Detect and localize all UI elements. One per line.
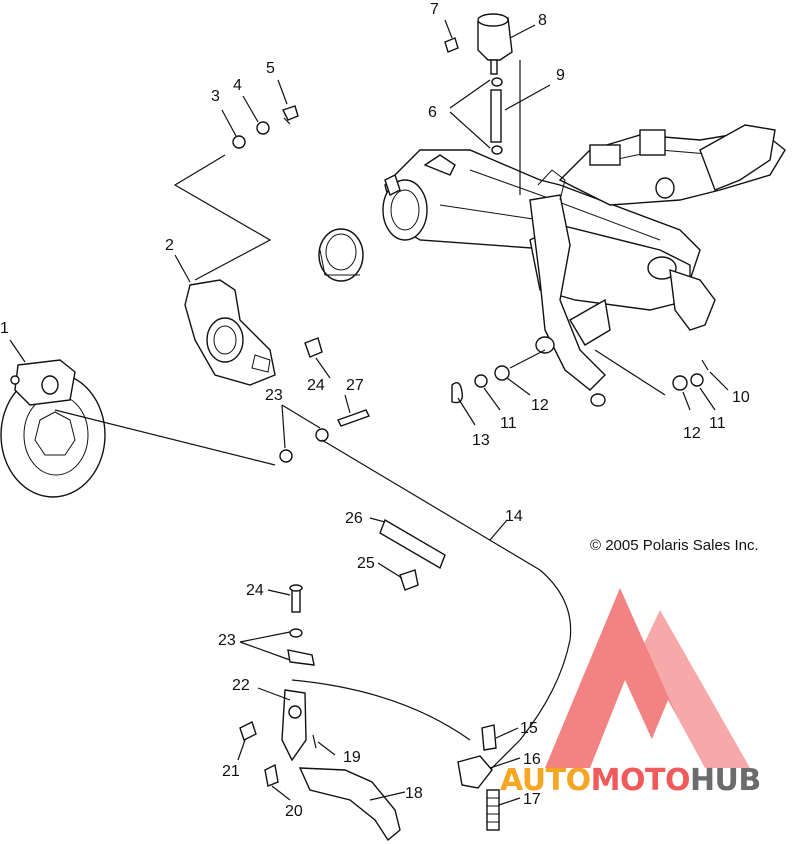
watermark-part-auto: AUTO xyxy=(500,763,591,798)
callout-24b: 24 xyxy=(246,582,264,599)
bearing-collar xyxy=(318,228,364,282)
callout-14: 14 xyxy=(505,508,523,525)
master-cylinder-group xyxy=(444,13,521,195)
callout-7: 7 xyxy=(430,1,439,18)
callout-22: 22 xyxy=(232,677,250,694)
callout-26: 26 xyxy=(345,510,363,527)
callout-numbers: 1 2 3 4 5 6 7 8 9 10 11 11 12 12 13 14 1… xyxy=(0,1,750,820)
brake-cable xyxy=(291,439,572,771)
callout-23a: 23 xyxy=(265,387,283,404)
watermark-part-hub: HUB xyxy=(690,763,761,798)
callout-25: 25 xyxy=(357,555,375,572)
swingarm-frame xyxy=(382,124,786,407)
guide-plate xyxy=(379,518,446,591)
hardware-middle xyxy=(279,337,709,463)
callout-10: 10 xyxy=(732,389,750,406)
callout-16: 16 xyxy=(523,751,541,768)
watermark-text: AUTOMOTOHUB xyxy=(500,763,761,798)
brake-disc-caliper xyxy=(0,359,106,498)
leader-lines xyxy=(9,19,729,806)
logo-triangle-inner xyxy=(590,680,665,768)
callout-5: 5 xyxy=(266,60,275,77)
logo-triangle-inner-2 xyxy=(640,700,705,768)
caliper-bracket xyxy=(184,279,276,386)
callout-19: 19 xyxy=(343,749,361,766)
callout-8: 8 xyxy=(538,12,547,29)
callout-15: 15 xyxy=(520,720,538,737)
copyright-notice: © 2005 Polaris Sales Inc. xyxy=(590,537,759,554)
watermark-logo xyxy=(545,588,750,768)
callout-12b: 12 xyxy=(683,425,701,442)
callout-11b: 11 xyxy=(709,415,726,432)
callout-21: 21 xyxy=(222,763,240,780)
callout-27: 27 xyxy=(346,377,364,394)
callout-2: 2 xyxy=(165,237,174,254)
callout-9: 9 xyxy=(556,67,565,84)
watermark-part-moto: MOTO xyxy=(591,763,690,798)
callout-24a: 24 xyxy=(307,377,325,394)
callout-3: 3 xyxy=(211,88,220,105)
callout-18: 18 xyxy=(405,785,423,802)
callout-4: 4 xyxy=(233,77,242,94)
callout-13: 13 xyxy=(472,432,490,449)
callout-12a: 12 xyxy=(531,397,549,414)
callout-6: 6 xyxy=(428,104,437,121)
callout-1: 1 xyxy=(0,320,9,337)
callout-17: 17 xyxy=(523,791,541,808)
callout-11a: 11 xyxy=(500,415,517,432)
callout-20: 20 xyxy=(285,803,303,820)
hardware-top-left xyxy=(232,105,299,149)
lower-linkage xyxy=(239,584,500,842)
callout-23b: 23 xyxy=(218,632,236,649)
